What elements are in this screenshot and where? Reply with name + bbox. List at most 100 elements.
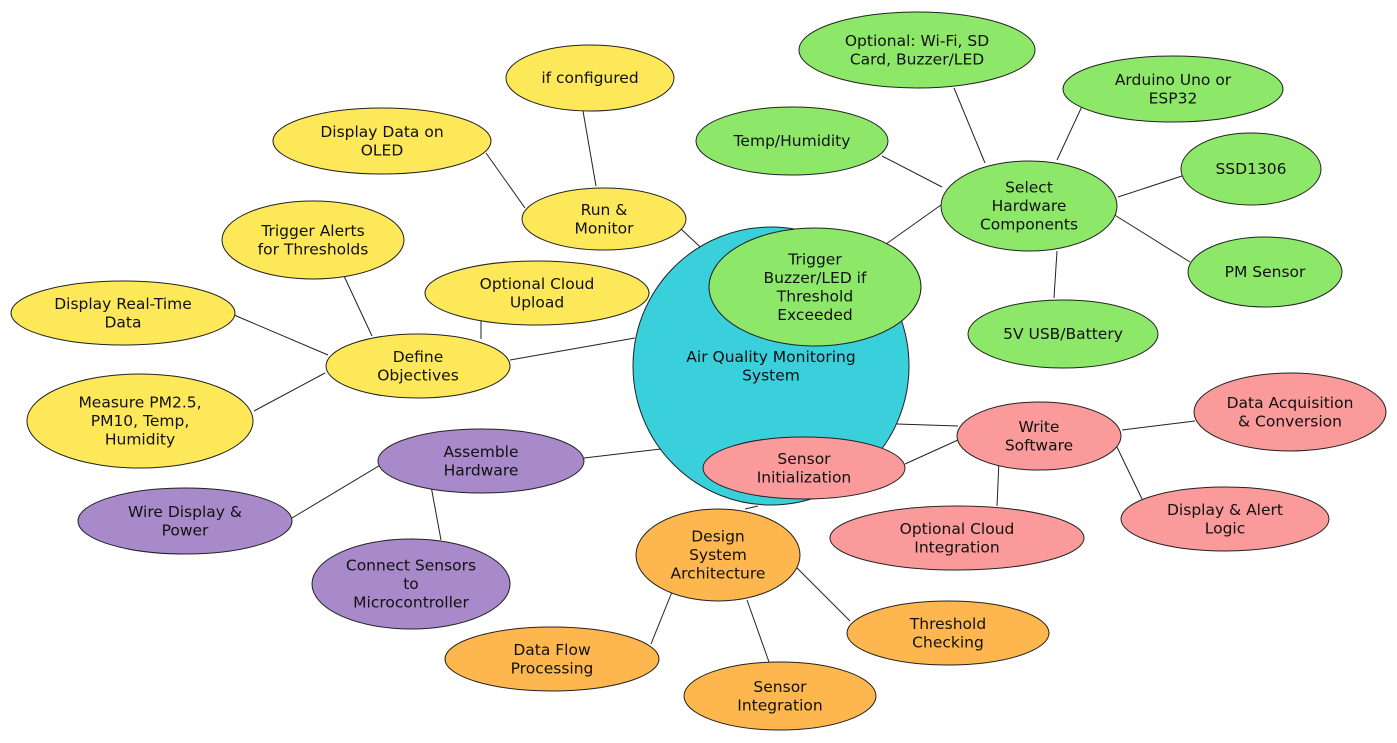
connector-line — [583, 448, 662, 459]
node-label-assemble-hardware: Assemble — [443, 443, 518, 461]
node-ellipse-display-real-time-data — [10, 280, 236, 346]
node-label-sensor-integration: Integration — [737, 696, 822, 714]
node-ellipse-sensor-initialization — [702, 436, 906, 500]
node-label-write-software: Write — [1019, 418, 1060, 436]
node-ellipse-pm-sensor — [1187, 236, 1343, 308]
node-ellipse-arduino-uno-esp32 — [1062, 55, 1284, 123]
node-label-pm-sensor: PM Sensor — [1225, 263, 1306, 281]
connector-line — [996, 459, 1000, 507]
node-ellipse-design-system-architecture — [635, 508, 801, 602]
node-label-data-acquisition: Data Acquisition — [1227, 394, 1354, 412]
node-label-connect-sensors: Microcontroller — [353, 594, 469, 612]
node-label-optional-cloud-upload: Upload — [510, 293, 564, 311]
node-label-display-data-on-oled: OLED — [361, 141, 404, 159]
node-ellipse-temp-humidity — [695, 106, 889, 176]
node-label-run-and-monitor: Monitor — [575, 219, 635, 237]
node-ellipse-display-data-on-oled — [272, 107, 492, 175]
node-label-optional-cloud-upload: Optional Cloud — [480, 275, 595, 293]
node-measure-pm: Measure PM2.5,PM10, Temp,Humidity — [26, 373, 254, 469]
node-label-sensor-integration: Sensor — [753, 678, 807, 696]
node-label-trigger-buzzer-led: Trigger — [787, 250, 842, 268]
node-label-data-flow-processing: Processing — [511, 659, 594, 677]
node-ellipse-sensor-integration — [683, 661, 877, 731]
node-label-optional-cloud-integration: Integration — [914, 538, 999, 556]
node-ssd1306: SSD1306 — [1180, 132, 1322, 206]
node-label-measure-pm: Humidity — [105, 431, 175, 449]
node-label-threshold-checking: Threshold — [909, 615, 986, 633]
node-label-select-hardware-components: Hardware — [992, 197, 1067, 215]
node-ellipse-display-alert-logic — [1120, 486, 1330, 552]
node-label-center: System — [742, 366, 800, 384]
connector-line — [1117, 175, 1183, 198]
node-ellipse-trigger-alerts-for-thresholds — [221, 200, 405, 280]
node-ellipse-5v-usb-battery — [967, 299, 1159, 369]
connector-line — [509, 337, 636, 361]
node-ellipse-run-and-monitor — [521, 187, 687, 251]
connector-line — [953, 87, 986, 164]
node-label-select-hardware-components: Components — [980, 216, 1078, 234]
node-label-design-system-architecture: System — [689, 546, 747, 564]
node-5v-usb-battery: 5V USB/Battery — [967, 299, 1159, 369]
node-label-design-system-architecture: Design — [691, 528, 745, 546]
node-label-if-configured: if configured — [541, 69, 638, 87]
node-label-trigger-buzzer-led: Buzzer/LED if — [764, 269, 867, 287]
node-label-trigger-alerts-for-thresholds: Trigger Alerts — [260, 222, 364, 240]
node-label-trigger-alerts-for-thresholds: for Thresholds — [258, 240, 369, 258]
node-wire-display-power: Wire Display &Power — [77, 487, 293, 555]
connector-line — [1112, 213, 1191, 263]
node-run-and-monitor: Run &Monitor — [521, 187, 687, 251]
node-label-select-hardware-components: Select — [1005, 179, 1053, 197]
node-temp-humidity: Temp/Humidity — [695, 106, 889, 176]
connector-line — [904, 439, 959, 465]
connector-line — [746, 599, 770, 663]
node-label-5v-usb-battery: 5V USB/Battery — [1003, 325, 1123, 343]
node-label-temp-humidity: Temp/Humidity — [733, 132, 851, 150]
node-label-trigger-buzzer-led: Exceeded — [777, 306, 853, 324]
connector-line — [1056, 101, 1085, 161]
node-label-data-flow-processing: Data Flow — [513, 641, 591, 659]
node-ellipse-trigger-buzzer-led — [708, 227, 922, 347]
node-label-display-alert-logic: Display & Alert — [1167, 501, 1283, 519]
edges-layer — [233, 87, 1196, 663]
node-label-optional-cloud-integration: Optional Cloud — [900, 520, 1015, 538]
connector-line — [430, 485, 442, 541]
node-label-display-alert-logic: Logic — [1205, 519, 1246, 537]
node-ellipse-select-hardware-components — [940, 160, 1118, 252]
node-label-sensor-initialization: Initialization — [757, 468, 852, 486]
node-label-measure-pm: Measure PM2.5, — [78, 394, 201, 412]
node-label-run-and-monitor: Run & — [581, 201, 628, 219]
node-ellipse-assemble-hardware — [377, 428, 585, 494]
node-ellipse-wire-display-power — [77, 487, 293, 555]
connector-line — [896, 423, 959, 427]
node-pm-sensor: PM Sensor — [1187, 236, 1343, 308]
connector-line — [343, 275, 373, 337]
node-ellipse-measure-pm — [26, 373, 254, 469]
node-ellipse-optional-cloud-upload — [424, 260, 650, 326]
node-label-optional-wifi-sd: Card, Buzzer/LED — [850, 50, 984, 68]
connector-line — [291, 463, 383, 519]
node-label-display-real-time-data: Data — [104, 313, 141, 331]
node-label-design-system-architecture: Architecture — [671, 565, 766, 583]
node-label-center: Air Quality Monitoring — [686, 348, 855, 366]
connector-line — [1053, 250, 1058, 299]
node-ellipse-define-objectives — [325, 333, 511, 399]
node-label-display-data-on-oled: Display Data on — [320, 123, 443, 141]
connector-line — [881, 155, 943, 188]
node-label-measure-pm: PM10, Temp, — [91, 412, 190, 430]
node-label-assemble-hardware: Hardware — [444, 461, 519, 479]
node-ellipse-threshold-checking — [846, 600, 1050, 666]
